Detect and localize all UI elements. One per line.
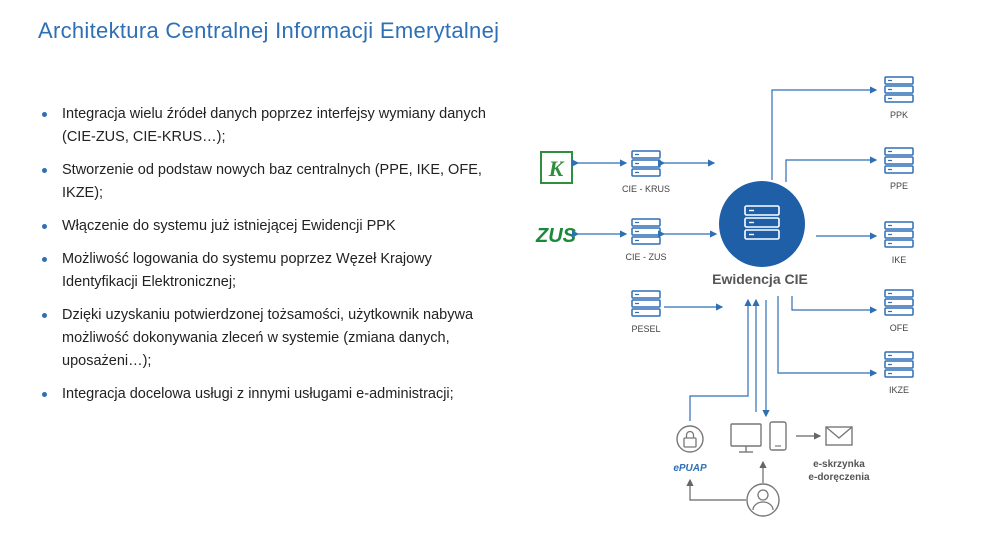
bullet-dot-icon	[42, 313, 47, 318]
ppk-server-icon	[884, 76, 914, 103]
ppk-label: PPK	[890, 110, 908, 120]
epuap-connector	[689, 298, 752, 421]
server-icon	[744, 205, 780, 240]
bullet-item: Integracja docelowa usługi z innymi usłu…	[40, 383, 490, 406]
ppe-connector	[785, 156, 878, 182]
ike-server-icon	[884, 221, 914, 248]
ikze-label: IKZE	[889, 385, 909, 395]
epuap-lock-icon	[676, 425, 704, 453]
phone-icon	[769, 421, 787, 451]
user-epuap-arrow	[686, 478, 746, 501]
pesel-label: PESEL	[631, 324, 660, 334]
bullet-dot-icon	[42, 257, 47, 262]
user-icon	[746, 483, 780, 517]
page-title: Architektura Centralnej Informacji Emery…	[38, 18, 500, 43]
bullet-item: Możliwość logowania do systemu poprzez W…	[40, 248, 490, 294]
ppk-connector	[771, 86, 878, 180]
ofe-server-icon	[884, 289, 914, 316]
cie-zus-server-icon	[631, 218, 661, 245]
ofe-connector	[791, 296, 878, 314]
ofe-label: OFE	[890, 323, 909, 333]
bullet-item: Stworzenie od podstaw nowych baz central…	[40, 159, 490, 205]
zus-logo: ZUS	[535, 225, 577, 247]
bullet-dot-icon	[42, 112, 47, 117]
center-label: Ewidencja CIE	[712, 271, 808, 287]
ppe-label: PPE	[890, 181, 908, 191]
cie-krus-server-icon	[631, 150, 661, 177]
center-node-ewidencja	[719, 181, 805, 267]
envelope-icon	[825, 426, 853, 446]
e-doreczenia-label: e-doręczenia	[808, 472, 870, 483]
pesel-server-icon	[631, 290, 661, 317]
bullet-item: Integracja wielu źródeł danych poprzez i…	[40, 103, 490, 149]
epuap-logo: ePUAP	[673, 463, 707, 474]
bullet-dot-icon	[42, 392, 47, 397]
ikze-server-icon	[884, 351, 914, 378]
ike-label: IKE	[892, 255, 907, 265]
bullet-dot-icon	[42, 168, 47, 173]
e-skrzynka-label: e-skrzynka	[813, 459, 865, 470]
ikze-connector	[777, 296, 878, 377]
ppe-server-icon	[884, 147, 914, 174]
desktop-icon	[730, 423, 762, 453]
krus-logo: K	[540, 151, 573, 184]
cie-zus-label: CIE - ZUS	[625, 252, 666, 262]
cie-krus-label: CIE - KRUS	[622, 184, 670, 194]
bullet-list: Integracja wielu źródeł danych poprzez i…	[40, 103, 490, 416]
bullet-dot-icon	[42, 224, 47, 229]
svg-text:K: K	[548, 156, 565, 181]
bullet-item: Włączenie do systemu już istniejącej Ewi…	[40, 215, 490, 238]
bullet-item: Dzięki uzyskaniu potwierdzonej tożsamośc…	[40, 304, 490, 373]
